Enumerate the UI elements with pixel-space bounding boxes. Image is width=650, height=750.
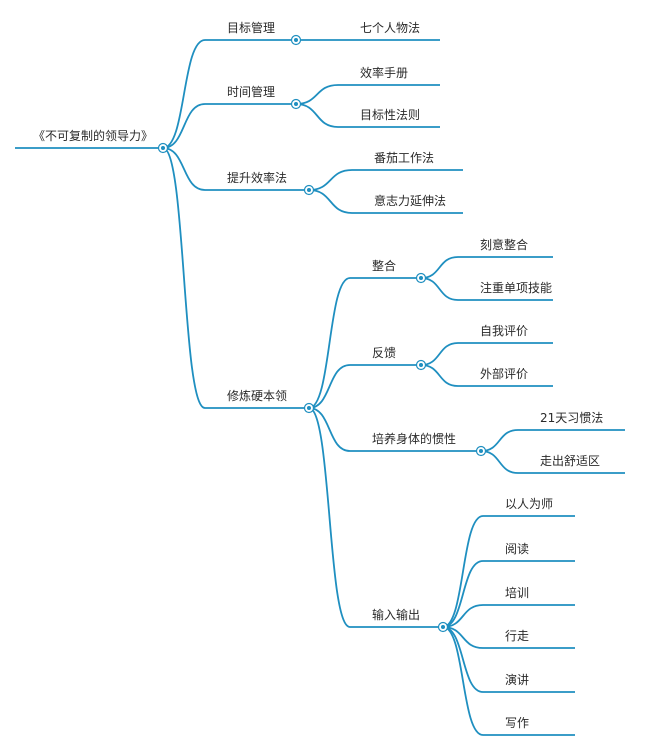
connector-edge — [480, 429, 519, 452]
connector-edge — [420, 277, 459, 301]
connector-layer — [162, 39, 519, 736]
underline-layer — [15, 39, 625, 736]
node-label[interactable]: 培养身体的惯性 — [372, 431, 456, 446]
node-label[interactable]: 外部评价 — [480, 366, 528, 381]
connector-edge — [162, 103, 206, 149]
connector-edge — [442, 626, 484, 736]
node-label[interactable]: 刻意整合 — [480, 237, 528, 252]
connector-edge — [442, 515, 484, 628]
connector-edge — [420, 256, 459, 279]
node-label[interactable]: 意志力延伸法 — [374, 193, 446, 208]
node-label[interactable]: 注重单项技能 — [480, 280, 552, 295]
collapse-toggle-dot-icon — [419, 363, 423, 367]
node-label[interactable]: 时间管理 — [227, 84, 275, 99]
connector-edge — [308, 407, 351, 628]
node-label[interactable]: 提升效率法 — [227, 170, 287, 185]
connector-edge — [480, 450, 519, 474]
node-label[interactable]: 番茄工作法 — [374, 151, 434, 165]
collapse-toggle-dot-icon — [441, 625, 445, 629]
node-label[interactable]: 输入输出 — [372, 607, 420, 622]
node-label[interactable]: 21天习惯法 — [540, 410, 603, 425]
connector-edge — [162, 147, 206, 191]
collapse-toggle-dot-icon — [419, 276, 423, 280]
collapse-toggle-dot-icon — [294, 38, 298, 42]
connector-edge — [420, 342, 459, 366]
node-label[interactable]: 阅读 — [505, 542, 529, 556]
connector-edge — [420, 364, 459, 387]
node-label[interactable]: 目标性法则 — [360, 108, 420, 122]
node-label[interactable]: 培训 — [505, 585, 529, 600]
root-node-label[interactable]: 《不可复制的领导力》 — [33, 128, 153, 143]
node-label[interactable]: 自我评价 — [480, 324, 528, 338]
connector-edge — [295, 84, 339, 105]
collapse-toggle-dot-icon — [307, 406, 311, 410]
connector-edge — [162, 39, 206, 149]
connector-edge — [442, 560, 484, 628]
collapse-toggle-dot-icon — [307, 188, 311, 192]
connector-edge — [162, 147, 206, 409]
node-label[interactable]: 修炼硬本领 — [227, 388, 287, 403]
connector-edge — [308, 364, 351, 409]
node-label[interactable]: 整合 — [372, 258, 396, 273]
node-label[interactable]: 演讲 — [505, 672, 529, 687]
node-label[interactable]: 反馈 — [372, 346, 396, 360]
node-label[interactable]: 以人为师 — [505, 497, 553, 511]
node-label[interactable]: 行走 — [505, 629, 529, 643]
connector-edge — [442, 604, 484, 628]
connector-edge — [295, 103, 339, 128]
connector-edge — [308, 277, 351, 409]
node-label[interactable]: 七个人物法 — [360, 21, 420, 35]
collapse-toggle-dot-icon — [294, 102, 298, 106]
connector-edge — [308, 407, 351, 452]
node-label[interactable]: 效率手册 — [360, 65, 408, 80]
node-label[interactable]: 写作 — [505, 716, 529, 730]
node-label[interactable]: 目标管理 — [227, 20, 275, 35]
connector-edge — [308, 169, 353, 191]
node-label[interactable]: 走出舒适区 — [540, 454, 600, 468]
connector-edge — [308, 189, 353, 214]
collapse-toggle-dot-icon — [479, 449, 483, 453]
collapse-toggle-layer — [157, 34, 487, 633]
collapse-toggle-dot-icon — [161, 146, 165, 150]
